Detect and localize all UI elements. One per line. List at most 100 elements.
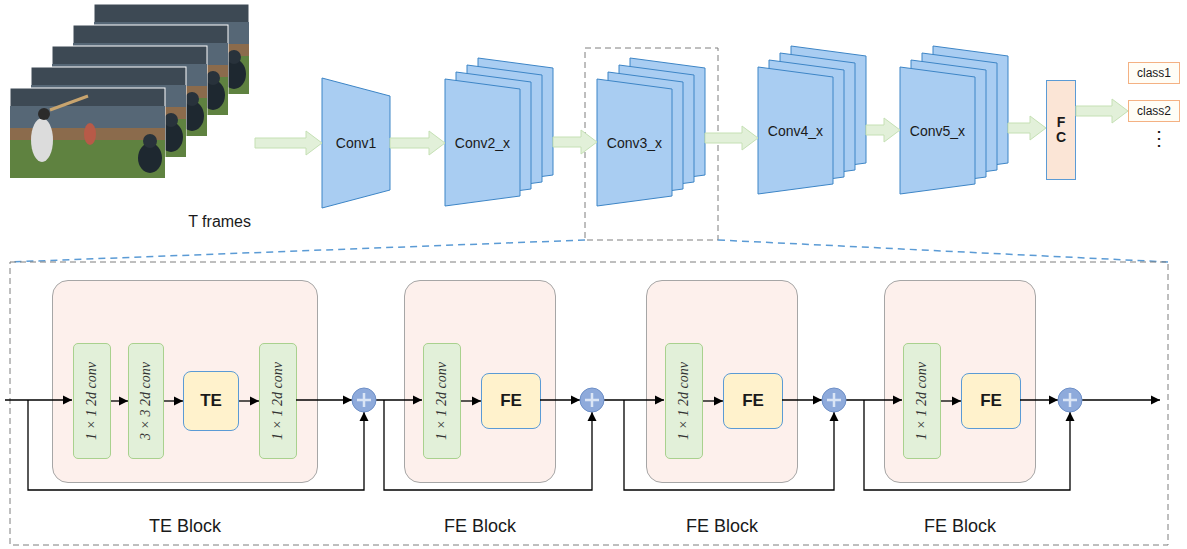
conv-bar: 1 × 1 2d conv xyxy=(73,343,111,459)
batter-figure xyxy=(31,118,53,162)
conv-layer-stack: Conv4_x xyxy=(758,46,866,194)
node-label: Conv3_x xyxy=(607,135,662,151)
conv-layer-stack: Conv2_x xyxy=(445,58,553,206)
pitcher-figure xyxy=(84,123,96,145)
node-label: F C xyxy=(1054,115,1068,146)
flow-line xyxy=(604,399,664,400)
conv-bar: 1 × 1 2d conv xyxy=(665,343,703,459)
fc-layer: F C xyxy=(1046,80,1076,180)
conv-bar: 1 × 1 2d conv xyxy=(259,343,297,459)
catcher-helmet xyxy=(164,113,178,127)
flow-line xyxy=(782,399,822,400)
node-label: 1 × 1 2d conv xyxy=(434,362,450,440)
node-label: class1 xyxy=(1137,66,1171,80)
flow-arrow xyxy=(1008,116,1046,140)
node-label: Conv1 xyxy=(336,135,376,151)
node-label: 1 × 1 2d conv xyxy=(84,362,100,440)
module-box: FE xyxy=(961,373,1021,429)
node-label: 1 × 1 2d conv xyxy=(914,362,930,440)
flow-line xyxy=(164,400,183,401)
bat xyxy=(50,96,88,110)
group-heading: FE Block xyxy=(444,516,516,537)
flow-line xyxy=(941,400,961,401)
plus-sign xyxy=(827,393,841,407)
flow-line xyxy=(239,400,259,401)
block-group: FE Block1 × 1 2d convFE xyxy=(646,280,798,483)
sum-node xyxy=(352,388,376,412)
catcher-helmet xyxy=(143,134,157,148)
node-label: Conv4_x xyxy=(768,123,823,139)
zoom-line xyxy=(10,240,585,262)
conv-bar: 1 × 1 2d conv xyxy=(903,343,941,459)
node-label: TE xyxy=(200,391,222,411)
feature-map xyxy=(597,79,672,206)
zoom-line xyxy=(718,240,1168,262)
flow-arrow xyxy=(866,118,900,142)
block-group: TE Block1 × 1 2d conv3 × 3 2d convTE1 × … xyxy=(52,280,318,483)
layer-shape xyxy=(445,58,553,206)
ellipsis-mark: ⋮ xyxy=(1149,126,1169,150)
catcher-helmet xyxy=(206,71,220,85)
video-frame xyxy=(10,88,165,178)
node-label: 1 × 1 2d conv xyxy=(270,362,286,440)
feature-map xyxy=(900,67,975,194)
layer-shape xyxy=(900,46,1008,194)
flow-line xyxy=(296,399,352,400)
frame-ground xyxy=(10,88,165,178)
node-label: Conv5_x xyxy=(910,123,965,139)
conv-layer-stack: Conv3_x xyxy=(597,58,705,206)
flow-arrow xyxy=(1076,99,1128,123)
plus-sign xyxy=(1063,393,1077,407)
conv-layer-stack: Conv5_x xyxy=(900,46,1008,194)
skip-connection xyxy=(624,400,834,490)
sum-circle xyxy=(1058,388,1082,412)
node-label: class2 xyxy=(1137,104,1171,118)
group-heading: FE Block xyxy=(686,516,758,537)
flow-line xyxy=(1020,399,1058,400)
node-label: FE xyxy=(980,391,1002,411)
group-heading: TE Block xyxy=(149,516,221,537)
module-box: FE xyxy=(723,373,783,429)
flow-line xyxy=(540,399,580,400)
conv-layer: Conv1 xyxy=(322,78,390,208)
flow-arrow xyxy=(255,131,322,155)
block-group: FE Block1 × 1 2d convFE xyxy=(404,280,556,483)
node-label: 1 × 1 2d conv xyxy=(676,362,692,440)
flow-line xyxy=(703,400,723,401)
module-box: FE xyxy=(481,373,541,429)
catcher-helmet xyxy=(185,92,199,106)
sum-circle xyxy=(580,388,604,412)
feature-map xyxy=(758,67,833,194)
plus-sign xyxy=(357,393,371,407)
conv-bar: 1 × 1 2d conv xyxy=(423,343,461,459)
sum-node xyxy=(822,388,846,412)
flow-arrow xyxy=(553,130,597,154)
skip-connection xyxy=(28,400,364,490)
flow-arrow xyxy=(705,126,758,150)
feature-map xyxy=(445,79,520,206)
feature-map xyxy=(322,78,390,208)
sum-node xyxy=(580,388,604,412)
flow-line xyxy=(846,399,902,400)
plus-sign xyxy=(585,393,599,407)
node-label: 3 × 3 2d conv xyxy=(138,362,154,440)
flow-arrow xyxy=(390,131,445,155)
class-box: class2 xyxy=(1128,100,1180,122)
sum-circle xyxy=(352,388,376,412)
group-heading: FE Block xyxy=(924,516,996,537)
conv-bar: 3 × 3 2d conv xyxy=(128,343,164,459)
label-holder: ⋮ xyxy=(1149,126,1169,150)
class-box: class1 xyxy=(1128,62,1180,84)
sum-circle xyxy=(822,388,846,412)
zoom-bracket xyxy=(585,48,718,240)
catcher-helmet xyxy=(227,50,241,64)
sum-node xyxy=(1058,388,1082,412)
node-label: FE xyxy=(742,391,764,411)
batter-helmet xyxy=(38,108,50,120)
group-heading: T frames xyxy=(188,213,251,231)
layer-shape xyxy=(597,58,705,206)
flow-line xyxy=(376,399,422,400)
node-label: Conv2_x xyxy=(455,135,510,151)
